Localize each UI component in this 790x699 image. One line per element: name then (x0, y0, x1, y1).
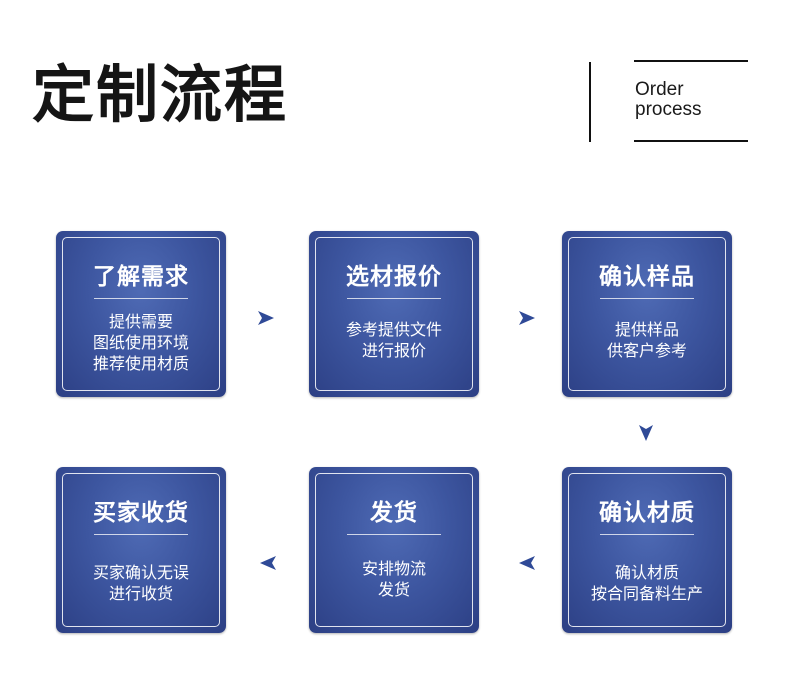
step-card-3: 确认样品 提供样品 供客户参考 (562, 231, 732, 397)
card-border (568, 237, 726, 391)
step-card-4: 确认材质 确认材质 按合同备料生产 (562, 467, 732, 633)
step-desc-line: 进行报价 (361, 341, 426, 360)
card-border (315, 237, 473, 391)
step-description: 买家确认无误 进行收货 (56, 562, 226, 604)
header-vertical-divider (589, 62, 591, 142)
step-desc-line: 确认材质 (614, 563, 679, 582)
arrow-right-icon (518, 309, 536, 327)
step-desc-line: 安排物流 (361, 559, 426, 578)
step-card-5: 发货 安排物流 发货 (309, 467, 479, 633)
step-desc-line: 买家确认无误 (92, 563, 189, 582)
step-card-2: 选材报价 参考提供文件 进行报价 (309, 231, 479, 397)
step-desc-line: 推荐使用材质 (92, 354, 189, 373)
card-divider (94, 298, 188, 299)
step-description: 提供需要 图纸使用环境 推荐使用材质 (56, 311, 226, 374)
step-desc-line: 图纸使用环境 (92, 333, 189, 352)
step-desc-line: 提供样品 (614, 320, 679, 339)
card-border (568, 473, 726, 627)
step-desc-line: 进行收货 (108, 584, 173, 603)
step-title: 买家收货 (93, 500, 189, 526)
page-title: 定制流程 (32, 58, 289, 131)
subtitle-line-2: process (635, 99, 702, 120)
arrow-down-icon (637, 424, 655, 442)
card-divider (347, 534, 441, 535)
step-title: 选材报价 (346, 264, 442, 290)
step-desc-line: 发货 (377, 580, 410, 599)
step-description: 参考提供文件 进行报价 (309, 319, 479, 361)
step-description: 提供样品 供客户参考 (562, 319, 732, 361)
step-title: 发货 (370, 500, 418, 526)
step-desc-line: 参考提供文件 (345, 320, 442, 339)
step-desc-line: 供客户参考 (606, 341, 687, 360)
step-title: 确认样品 (599, 264, 695, 290)
card-divider (600, 298, 694, 299)
step-title: 确认材质 (599, 500, 695, 526)
card-border (315, 473, 473, 627)
arrow-right-icon (257, 309, 275, 327)
step-card-1: 了解需求 提供需要 图纸使用环境 推荐使用材质 (56, 231, 226, 397)
step-desc-line: 提供需要 (108, 312, 173, 331)
step-title: 了解需求 (93, 264, 189, 290)
step-card-6: 买家收货 买家确认无误 进行收货 (56, 467, 226, 633)
step-description: 确认材质 按合同备料生产 (562, 562, 732, 604)
header-subtitle: Order process (635, 80, 702, 120)
step-description: 安排物流 发货 (309, 558, 479, 600)
card-divider (600, 534, 694, 535)
subtitle-line-1: Order (635, 79, 684, 100)
card-divider (94, 534, 188, 535)
arrow-left-icon (518, 554, 536, 572)
card-border (62, 473, 220, 627)
card-divider (347, 298, 441, 299)
header-bottom-rule (634, 140, 748, 142)
arrow-left-icon (259, 554, 277, 572)
header-top-rule (634, 60, 748, 62)
card-border (62, 237, 220, 391)
step-desc-line: 按合同备料生产 (590, 584, 703, 603)
